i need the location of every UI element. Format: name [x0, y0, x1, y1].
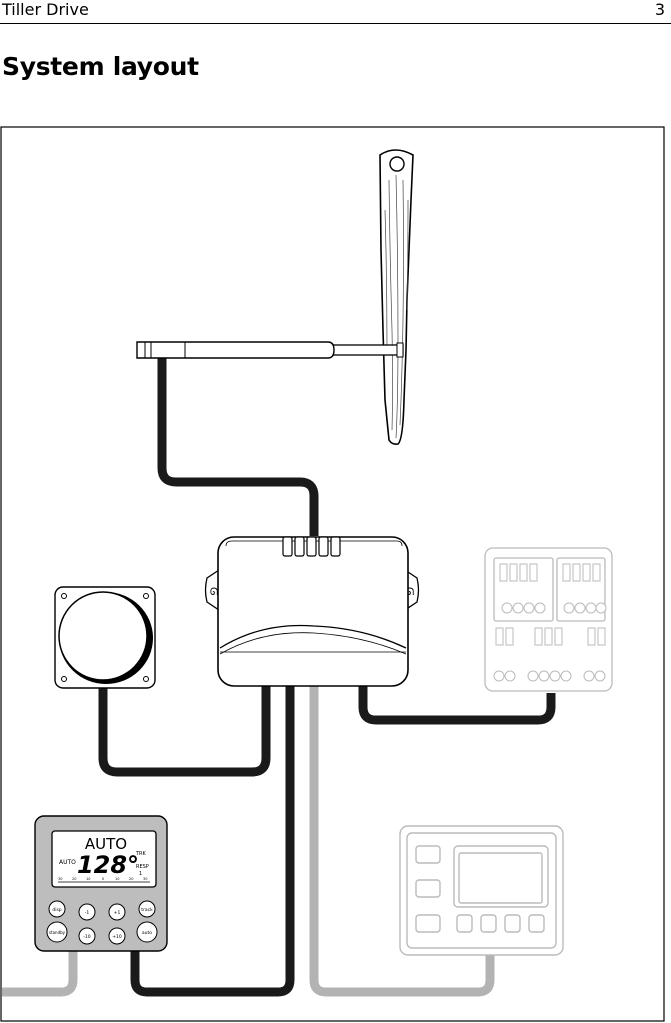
- section-title: System layout: [2, 52, 199, 81]
- control-head: AUTO 128° AUTO TRK RESP 1 30 20 10 0 10 …: [34, 815, 168, 952]
- tiller: [379, 149, 414, 445]
- cables: [2, 358, 556, 997]
- plus10-button-label: +10: [112, 934, 122, 940]
- plus1-button-label: +1: [114, 910, 121, 916]
- auto-button-label: auto: [142, 930, 152, 936]
- scale-left-20: 20: [72, 877, 76, 881]
- minus10-button: [78, 927, 96, 945]
- compass-dome: [58, 591, 148, 681]
- plus1-button: [108, 903, 126, 921]
- svg-text:ᘏ: ᘏ: [406, 587, 414, 598]
- fluxgate-compass: [54, 586, 156, 689]
- scale-zero: 0: [102, 877, 104, 881]
- computer-body: [217, 536, 409, 687]
- header-rule: [0, 23, 671, 24]
- scale-left-10: 10: [86, 877, 90, 881]
- scale-right-10: 10: [115, 877, 119, 881]
- cable-computer-to-panel: [358, 686, 556, 725]
- tiller-pivot-hole: [389, 156, 405, 172]
- cable-control-head-out: [2, 950, 78, 997]
- figure-frame: [0, 126, 665, 1022]
- cable-compass-to-computer: [98, 686, 271, 777]
- course-computer: ᘏ ᘏ: [204, 536, 420, 687]
- scale-left-30: 30: [58, 877, 62, 881]
- cable-drive-to-computer: [157, 358, 319, 536]
- page-number: 3: [654, 0, 665, 19]
- lcd-resp-value: 1: [139, 871, 142, 877]
- drive-push-rod: [330, 344, 404, 356]
- scale-right-20: 20: [129, 877, 133, 881]
- track-button-label: track: [141, 907, 153, 913]
- auto-button: [136, 921, 158, 943]
- track-button: [138, 900, 156, 918]
- scale-right-30: 30: [143, 877, 147, 881]
- standby-button-label: standby: [49, 930, 66, 935]
- tiller-arm: [379, 149, 414, 445]
- minus1-button-label: -1: [85, 910, 90, 916]
- cable-computer-to-display: [309, 686, 495, 997]
- minus1-button: [78, 903, 96, 921]
- svg-text:ᘏ: ᘏ: [210, 587, 218, 598]
- minus10-button-label: -10: [83, 934, 90, 940]
- connection-panel: [484, 547, 613, 692]
- disp-button-label: disp: [52, 907, 61, 913]
- tiller-drive: [136, 341, 404, 359]
- computer-vents: [282, 536, 341, 557]
- lcd-trk: TRK: [135, 851, 147, 857]
- standby-button: [46, 921, 68, 943]
- lcd-heading: 128°: [77, 851, 139, 879]
- lcd-resp: RESP: [136, 864, 149, 870]
- system-layout-figure: ᘏ ᘏ: [0, 126, 665, 1022]
- cable-computer-to-control-head: [130, 686, 295, 997]
- lcd-scale-labels: 30 20 10 0 10 20 30: [58, 877, 147, 881]
- control-head-lcd: [51, 830, 157, 888]
- running-header-title: Tiller Drive: [2, 0, 89, 19]
- control-head-buttons: disp -1 +1 track standby -10 +10 auto: [46, 900, 158, 945]
- lcd-mode-small: AUTO: [59, 859, 76, 866]
- drive-body: [136, 341, 335, 359]
- multifunction-display: [399, 825, 564, 956]
- plus10-button: [108, 927, 126, 945]
- disp-button: [48, 900, 66, 918]
- lcd-mode: AUTO: [85, 835, 127, 853]
